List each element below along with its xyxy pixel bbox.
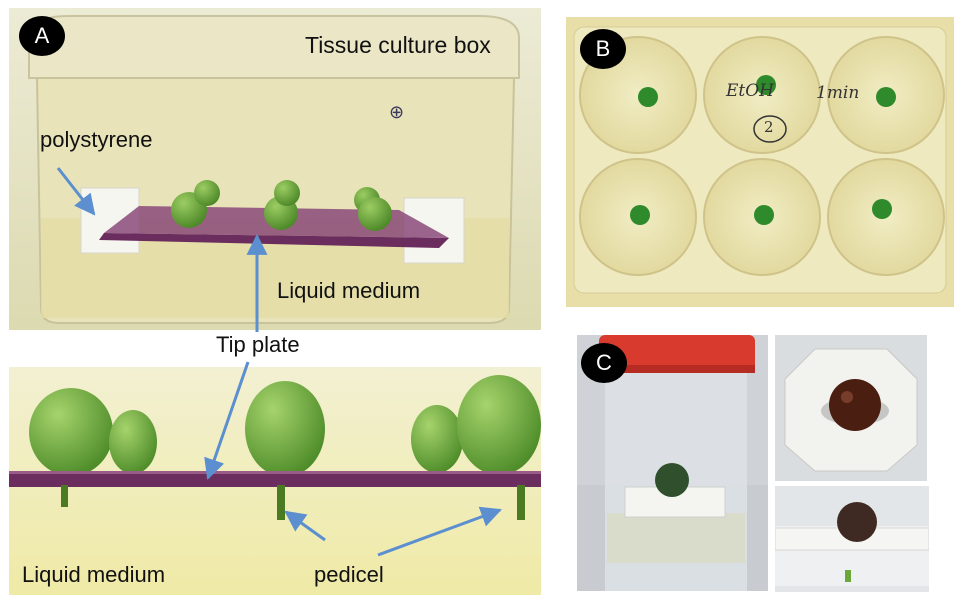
box-title-label: Tissue culture box [305,32,491,58]
handwriting-number: 2 [764,118,774,136]
panel-c-sideview-photo [775,486,929,592]
culture-box-illustration: ⊕ [9,8,541,330]
panel-c-jar-photo: C [577,335,768,591]
closeup-illustration [9,367,541,595]
six-well-plate-illustration [566,17,954,307]
panel-a-closeup-photo: Liquid medium pedicel [9,367,541,595]
panel-b-badge: B [580,29,626,69]
tip-plate-arrow-down [204,361,250,480]
jar-illustration [577,335,768,591]
polystyrene-arrow [56,167,96,216]
panel-c-badge: C [581,343,627,383]
panel-a-photo: ⊕ A Tissue culture box polystyrene Liqui… [9,8,541,330]
topview-illustration [775,335,927,481]
svg-text:⊕: ⊕ [389,102,404,123]
tip-plate-label: Tip plate [216,332,300,357]
panel-b-photo: B EtOH 1min 2 [566,17,954,307]
polystyrene-label: polystyrene [40,127,153,152]
panel-c-topview-photo [775,335,927,481]
pedicel-arrow-right [377,506,502,557]
sideview-illustration [775,486,929,592]
liquid-medium-label-bottom: Liquid medium [22,562,166,587]
handwriting-time: 1min [816,83,860,103]
panel-a-badge: A [19,16,65,56]
pedicel-arrow-left [284,510,326,542]
pedicel-label: pedicel [314,562,384,587]
liquid-medium-label-top: Liquid medium [277,278,421,303]
handwriting-etoh: EtOH [726,81,775,101]
